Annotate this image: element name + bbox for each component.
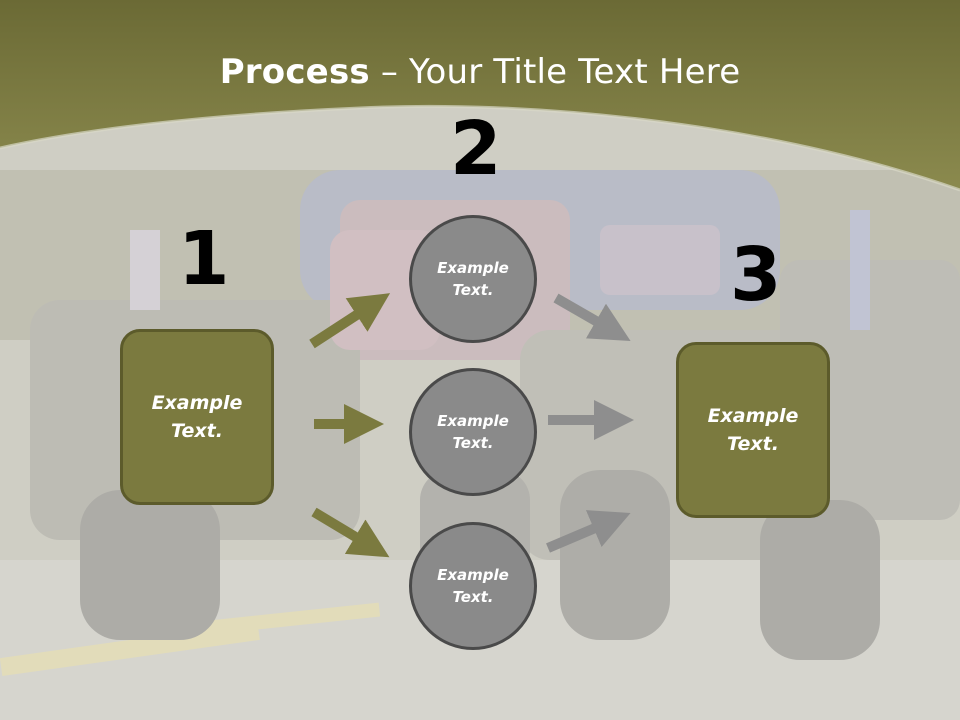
step-number-2: 2 <box>450 106 502 192</box>
process-box-right-label: Example Text. <box>707 404 799 456</box>
arrow-left-down <box>311 507 390 558</box>
process-box-left-label: Example Text. <box>151 391 243 443</box>
process-circle-middle[interactable]: Example Text. <box>409 368 537 496</box>
title-rest: – Your Title Text Here <box>369 52 741 92</box>
process-circle-bottom[interactable]: Example Text. <box>409 522 537 650</box>
process-circle-bottom-label: Example Text. <box>437 565 509 607</box>
arrow-right-up <box>553 293 631 341</box>
process-circle-middle-label: Example Text. <box>437 411 509 453</box>
slide-title: Process – Your Title Text Here <box>0 52 960 92</box>
process-circle-top-label: Example Text. <box>437 258 509 300</box>
step-number-3: 3 <box>730 232 782 318</box>
process-circle-top[interactable]: Example Text. <box>409 215 537 343</box>
step-number-1: 1 <box>178 216 230 302</box>
arrow-right-down <box>546 510 631 553</box>
arrow-left-up <box>309 293 391 349</box>
process-box-left[interactable]: Example Text. <box>120 329 274 505</box>
process-box-right[interactable]: Example Text. <box>676 342 830 518</box>
title-bold: Process <box>219 52 370 92</box>
header-band <box>0 0 960 192</box>
